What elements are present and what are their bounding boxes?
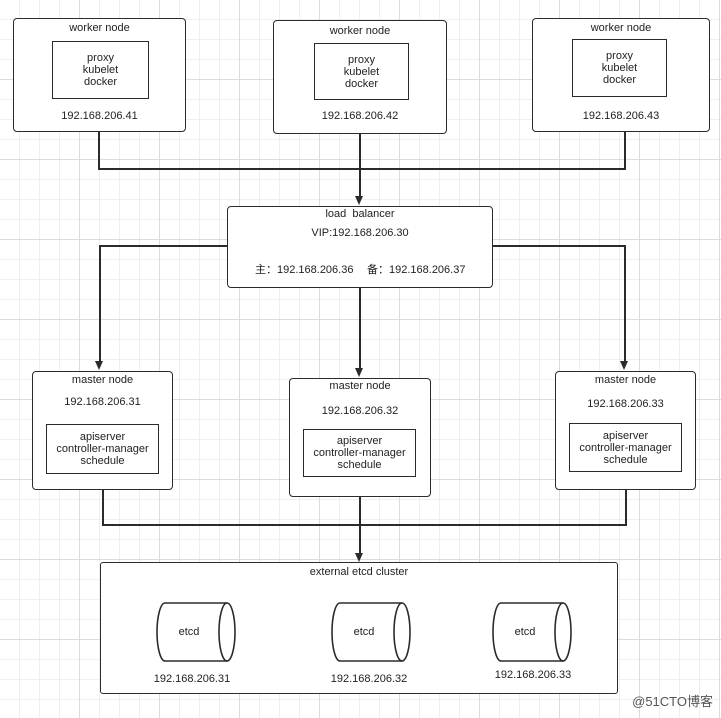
master-node-title: master node — [594, 374, 657, 386]
service-kubelet: kubelet — [82, 64, 119, 76]
etcd-ip: 192.168.206.32 — [330, 673, 408, 685]
etcd-cylinder-icon — [331, 602, 411, 662]
service-apiserver: apiserver — [602, 429, 649, 442]
service-controller-manager: controller-manager — [579, 441, 672, 454]
service-proxy: proxy — [606, 50, 633, 62]
load-balancer-title: load balancer — [325, 208, 395, 220]
master-services-box: apiserver controller-manager schedule — [46, 424, 159, 474]
worker-ip: 192.168.206.41 — [61, 110, 138, 122]
worker-node-title: worker node — [69, 22, 130, 34]
connector-lb-to-master3 — [624, 245, 626, 361]
service-apiserver: apiserver — [336, 435, 383, 447]
master-node-title: master node — [329, 380, 391, 392]
service-kubelet: kubelet — [601, 62, 638, 74]
master-services-box: apiserver controller-manager schedule — [303, 429, 416, 477]
worker-services-box: proxy kubelet docker — [314, 43, 409, 100]
master-node-title: master node — [71, 374, 134, 386]
worker-node-2: worker node proxy kubelet docker 192.168… — [273, 20, 447, 134]
worker-node-title: worker node — [329, 25, 391, 37]
connector-lb-left — [99, 245, 228, 247]
etcd-label: etcd — [514, 626, 536, 638]
etcd-cylinder-icon — [492, 602, 572, 662]
watermark: @51CTO博客 — [632, 694, 713, 709]
worker-services-box: proxy kubelet docker — [572, 39, 667, 97]
service-schedule: schedule — [603, 453, 648, 466]
worker-node-3: worker node proxy kubelet docker 192.168… — [532, 18, 710, 132]
service-proxy: proxy — [87, 52, 114, 64]
worker-node-1: worker node proxy kubelet docker 192.168… — [13, 18, 186, 132]
master-node-1: master node 192.168.206.31 apiserver con… — [32, 371, 173, 490]
etcd-label: etcd — [178, 626, 200, 638]
master-ip: 192.168.206.31 — [64, 396, 141, 408]
load-balancer-backup: 备：192.168.206.37 — [367, 264, 466, 276]
master-ip: 192.168.206.33 — [587, 398, 664, 410]
arrow-to-master2 — [355, 368, 363, 377]
service-schedule: schedule — [80, 455, 125, 467]
master-services-box: apiserver controller-manager schedule — [569, 423, 682, 472]
connector-worker2-to-lb — [359, 133, 361, 196]
worker-ip: 192.168.206.42 — [321, 110, 399, 122]
connector-worker3-down — [624, 131, 626, 169]
connector-lb-to-master2 — [359, 287, 361, 368]
arrow-to-lb — [355, 196, 363, 205]
service-controller-manager: controller-manager — [56, 443, 149, 455]
worker-node-title: worker node — [590, 22, 652, 34]
service-apiserver: apiserver — [79, 431, 126, 443]
arrow-to-etcd — [355, 553, 363, 562]
service-docker: docker — [344, 77, 379, 90]
load-balancer-primary: 主：192.168.206.36 — [255, 264, 354, 276]
master-ip: 192.168.206.32 — [321, 405, 399, 417]
arrow-to-master1 — [95, 361, 103, 370]
connector-masters-horizontal — [102, 524, 627, 526]
connector-worker1-down — [98, 131, 100, 169]
etcd-cluster: external etcd cluster etcd 192.168.206.3… — [100, 562, 618, 694]
service-schedule: schedule — [337, 459, 382, 471]
load-balancer-vip: VIP:192.168.206.30 — [311, 227, 409, 239]
service-controller-manager: controller-manager — [313, 447, 406, 459]
connector-workers-horizontal — [98, 168, 626, 170]
arrow-to-master3 — [620, 361, 628, 370]
connector-master1-down — [102, 489, 104, 525]
load-balancer: load balancer VIP:192.168.206.30 主：192.1… — [227, 206, 493, 288]
connector-master2-to-etcd — [359, 496, 361, 553]
etcd-ip: 192.168.206.33 — [494, 669, 572, 681]
connector-master3-down — [625, 489, 627, 525]
etcd-cluster-title: external etcd cluster — [309, 566, 409, 578]
etcd-ip: 192.168.206.31 — [153, 673, 231, 685]
worker-services-box: proxy kubelet docker — [52, 41, 149, 99]
service-docker: docker — [602, 74, 637, 86]
worker-ip: 192.168.206.43 — [582, 110, 660, 122]
master-node-2: master node 192.168.206.32 apiserver con… — [289, 378, 431, 497]
etcd-label: etcd — [353, 626, 375, 638]
etcd-cylinder-icon — [156, 602, 236, 662]
service-proxy: proxy — [348, 53, 375, 66]
master-node-3: master node 192.168.206.33 apiserver con… — [555, 371, 696, 490]
connector-lb-right — [491, 245, 626, 247]
service-kubelet: kubelet — [343, 65, 380, 78]
service-docker: docker — [83, 76, 118, 88]
connector-lb-to-master1 — [99, 245, 101, 361]
